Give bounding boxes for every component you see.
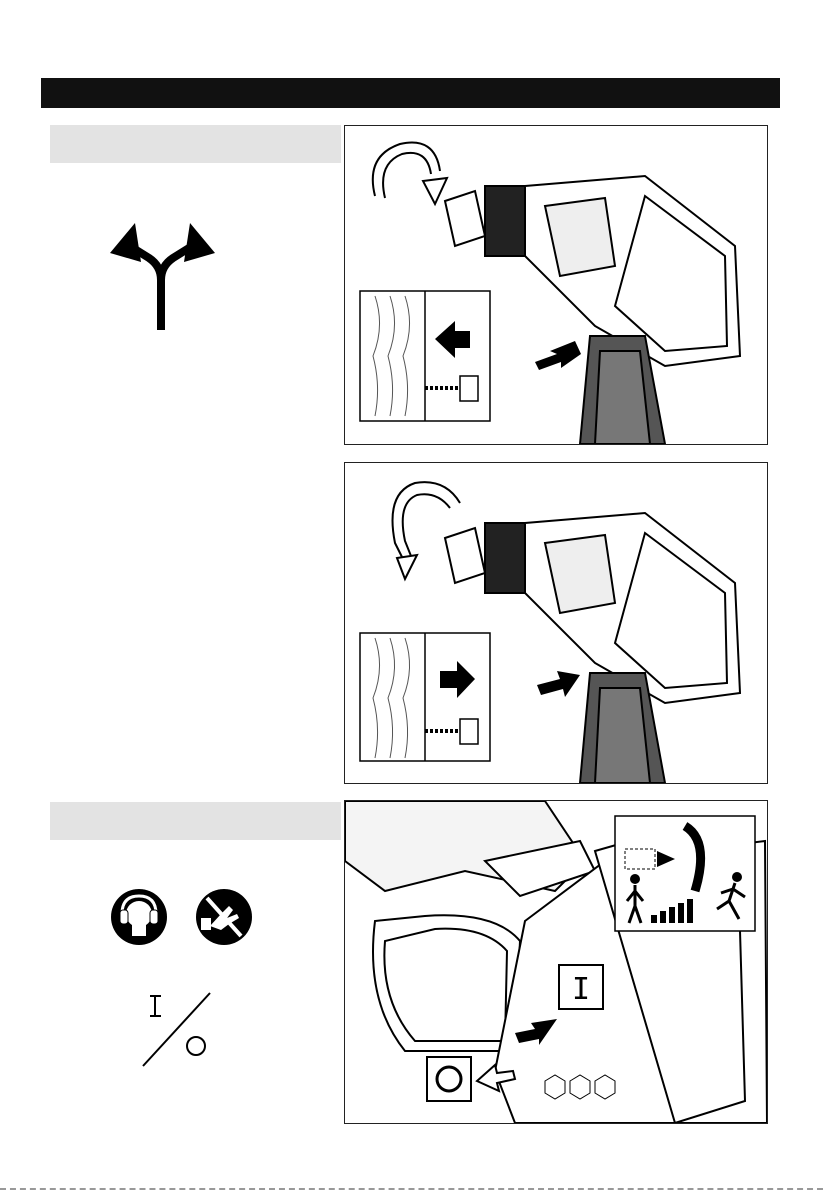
on-label-box: I	[559, 965, 603, 1009]
direction-fork-icon	[105, 218, 220, 338]
on-label: I	[572, 972, 590, 1007]
figure-trigger-switch: I	[344, 800, 768, 1124]
inset-screw-in	[360, 291, 490, 421]
on-off-symbol-icon	[140, 990, 215, 1073]
inset-variable-speed	[615, 816, 755, 931]
ear-protection-icon	[110, 888, 168, 951]
off-label-box	[427, 1057, 471, 1101]
switch-push-arrow-icon	[537, 671, 580, 697]
figure-reverse-rotation	[344, 462, 768, 784]
page-cut-line	[0, 1188, 823, 1190]
section-tab-switch	[50, 802, 341, 840]
header-bar	[41, 78, 780, 108]
figure-forward-rotation	[344, 125, 768, 445]
no-hand-contact-icon	[195, 888, 253, 951]
clockwise-rotation-icon	[373, 143, 447, 204]
section-tab-direction	[50, 125, 341, 163]
switch-push-arrow-icon	[535, 341, 581, 370]
inset-screw-out	[360, 633, 490, 761]
